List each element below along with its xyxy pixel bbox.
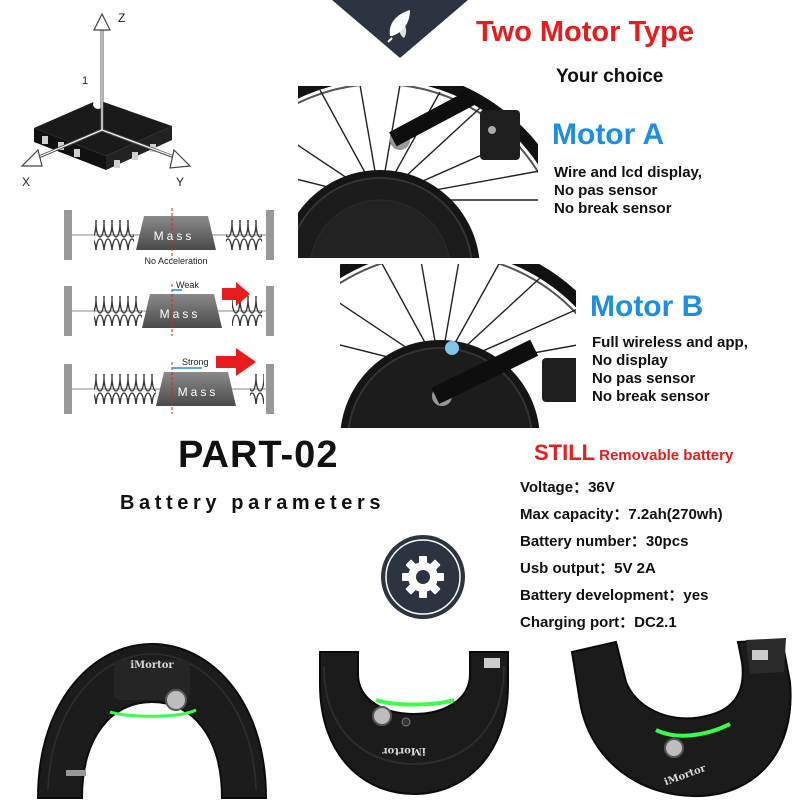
- mass-label: Mass: [178, 385, 219, 399]
- mass-label: Mass: [154, 229, 195, 243]
- accel-row-none: Mass No Acceleration: [64, 208, 274, 266]
- accel-row-tag: Weak: [176, 280, 199, 290]
- still-label: STILL: [534, 440, 596, 465]
- motor-a-line: No pas sensor: [554, 182, 658, 199]
- gear-badge: [381, 535, 465, 619]
- battery-image-angled: iMortor: [570, 638, 792, 798]
- param-label: Battery number: [520, 533, 631, 550]
- battery-brand-label: iMortor: [382, 745, 426, 756]
- accel-row-weak: Weak Mass: [64, 280, 274, 336]
- leaf-icon: [387, 10, 410, 43]
- param-label: Charging port: [520, 614, 620, 631]
- accel-row-tag: No Acceleration: [144, 256, 207, 266]
- motor-b-description: Full wireless and app, No display No pas…: [592, 334, 748, 406]
- param-label: Voltage: [520, 479, 574, 496]
- motor-a-line: Wire and lcd display,: [554, 164, 702, 181]
- motor-b-title: Motor B: [590, 290, 704, 323]
- param-row: Voltage：36V: [520, 479, 615, 496]
- param-value: 5V 2A: [614, 560, 656, 577]
- axis-diagram: Z X Y 1: [20, 11, 192, 188]
- param-label: Usb output: [520, 560, 600, 577]
- param-value: yes: [683, 587, 709, 604]
- accel-row-strong: Strong Mass: [64, 348, 274, 414]
- param-row: Usb output：5V 2A: [520, 560, 656, 577]
- param-row: Battery number：30pcs: [520, 533, 689, 550]
- leaf-badge: [332, 0, 468, 58]
- page-subtitle: Your choice: [556, 66, 664, 87]
- acceleration-diagram: Mass No Acceleration Weak Mass Strong Ma…: [64, 208, 274, 414]
- pin-one-label: 1: [82, 75, 88, 87]
- motor-b-line: No display: [592, 352, 668, 369]
- motor-a-wheel-image: [298, 86, 538, 258]
- part-title: PART-02: [178, 434, 339, 476]
- motor-b-line: No pas sensor: [592, 370, 696, 387]
- param-value: 7.2ah(270wh): [628, 506, 723, 523]
- battery-image-front: iMortor: [36, 642, 268, 799]
- param-value: 30pcs: [645, 533, 689, 550]
- page-title: Two Motor Type: [476, 16, 695, 48]
- z-axis-label: Z: [118, 11, 125, 25]
- battery-brand-label: iMortor: [130, 660, 174, 671]
- x-axis-label: X: [22, 175, 30, 188]
- accel-row-tag: Strong: [182, 357, 209, 367]
- param-label: Max capacity: [520, 506, 614, 523]
- motor-a-line: No break sensor: [554, 200, 672, 217]
- param-row: Max capacity：7.2ah(270wh): [520, 506, 723, 523]
- motor-b-line: No break sensor: [592, 388, 710, 405]
- motor-a-title: Motor A: [552, 118, 665, 151]
- removable-label: Removable battery: [599, 447, 734, 464]
- motor-b-line: Full wireless and app,: [592, 334, 748, 351]
- param-value: 36V: [588, 479, 615, 496]
- battery-params: Voltage：36V Max capacity：7.2ah(270wh) Ba…: [520, 476, 723, 638]
- y-axis-label: Y: [176, 175, 184, 188]
- mass-label: Mass: [160, 307, 201, 321]
- param-label: Battery development: [520, 587, 669, 604]
- battery-image-side: iMortor: [319, 651, 509, 796]
- part-subtitle: Battery parameters: [120, 492, 386, 514]
- motor-b-wheel-image: [340, 264, 576, 428]
- param-row: Charging port：DC2.1: [520, 614, 677, 631]
- param-row: Battery development：yes: [520, 587, 709, 604]
- param-value: DC2.1: [634, 614, 677, 631]
- gear-icon: [402, 556, 444, 598]
- motor-a-description: Wire and lcd display, No pas sensor No b…: [554, 164, 702, 218]
